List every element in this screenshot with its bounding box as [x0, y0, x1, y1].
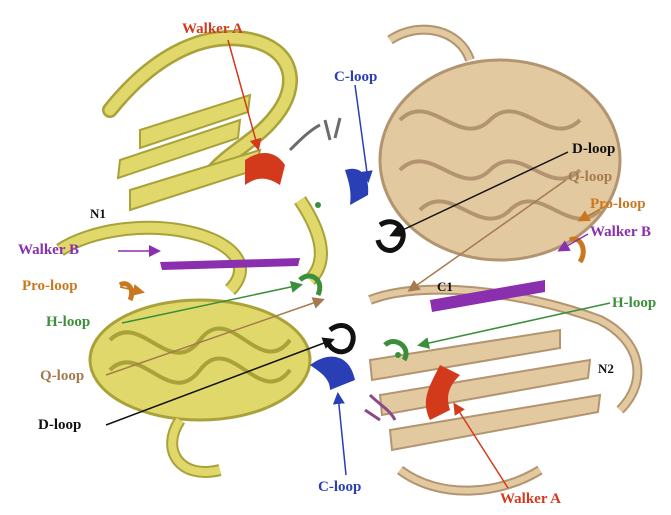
- chain-b-ribbon: [368, 24, 643, 496]
- label-walker-a-top: Walker A: [182, 21, 243, 37]
- mg-ion-top: [315, 202, 321, 208]
- atp-ligand-bottom: [364, 393, 397, 422]
- h-loop-motif-left: [298, 273, 323, 297]
- pro-loop-motif-left: [118, 281, 135, 302]
- h-loop-motif-right: [383, 338, 409, 362]
- label-pro-loop-left: Pro-loop: [22, 278, 78, 294]
- walker-a-motif-top: [245, 153, 285, 185]
- label-walker-a-bottom: Walker A: [500, 491, 561, 507]
- walker-a-motif-bottom: [425, 365, 460, 420]
- label-h-loop-left: H-loop: [46, 314, 91, 330]
- label-c-loop-top: C-loop: [334, 69, 378, 85]
- d-loop-motif-bottom: [325, 323, 356, 355]
- label-n1: N1: [90, 206, 106, 221]
- label-q-loop-left: Q-loop: [40, 368, 85, 384]
- label-d-loop-left: D-loop: [38, 417, 82, 433]
- label-walker-b-left: Walker B: [18, 242, 79, 258]
- label-q-loop-right: Q-loop: [568, 169, 613, 185]
- walker-b-motif-right: [430, 280, 545, 312]
- label-n2: N2: [598, 361, 614, 376]
- c-loop-motif-top: [345, 168, 369, 205]
- label-walker-b-right: Walker B: [590, 224, 651, 240]
- mg-ion-bottom: [395, 352, 401, 358]
- label-d-loop-right: D-loop: [572, 141, 616, 157]
- callout-arrows: [105, 39, 611, 489]
- c-loop-motif-bottom: [310, 356, 355, 390]
- chain-a-ribbon: [56, 30, 328, 478]
- atp-ligand-top: [288, 117, 342, 152]
- label-pro-loop-right: Pro-loop: [590, 196, 646, 212]
- pro-loop-motif-right: [568, 236, 586, 264]
- label-c-loop-bottom: C-loop: [318, 479, 362, 495]
- d-loop-motif-top: [375, 219, 406, 253]
- walker-b-motif-left: [160, 258, 300, 270]
- label-h-loop-right: H-loop: [612, 295, 657, 311]
- label-c1: C1: [437, 279, 453, 294]
